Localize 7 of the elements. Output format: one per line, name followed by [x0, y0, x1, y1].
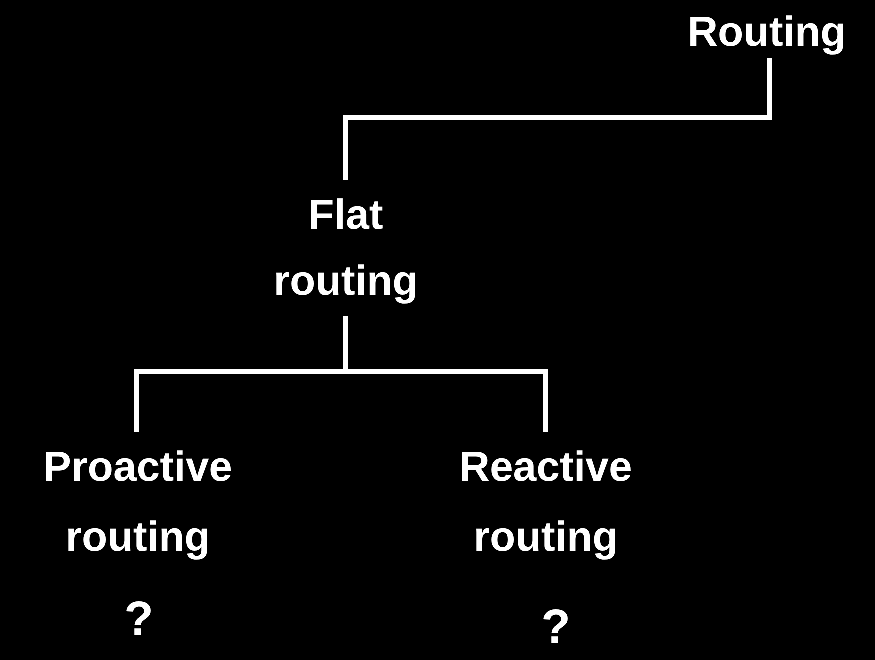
tree-connector [344, 58, 772, 180]
node-label: Flat routing [272, 190, 420, 306]
question-mark: ? [123, 592, 155, 648]
node-label: Routing [686, 8, 848, 56]
node-label: Proactive routing [42, 442, 234, 562]
question-mark: ? [540, 600, 572, 656]
node-label: Reactive routing [458, 442, 634, 562]
